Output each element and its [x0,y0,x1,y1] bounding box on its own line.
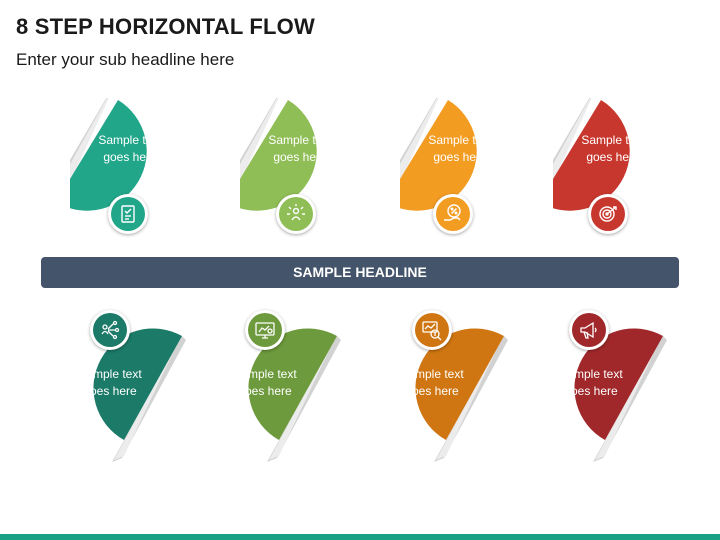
network-person-icon [101,320,120,340]
icon-badge [90,310,130,350]
icon-badge [433,194,473,234]
icon-badge [276,194,316,234]
person-arrows-icon [287,204,305,221]
icon-badge [412,310,452,350]
icon-badge [588,194,628,234]
leaf-shape [415,328,508,462]
leaf-shape [248,328,341,462]
headline-bar: SAMPLE HEADLINE [41,257,679,288]
icon-badge [245,310,285,350]
footer-accent-bar [0,534,720,540]
leaf-shape [70,98,147,211]
target-icon [599,206,617,222]
percent-hand-icon [444,204,461,221]
icon-badge [108,194,148,234]
page-subtitle: Enter your sub headline here [16,50,235,69]
leaf-shape [400,98,477,211]
icon-badge [569,310,609,350]
leaf-shape [553,98,630,211]
megaphone-icon [580,321,597,339]
leaf-shape [93,328,186,462]
leaf-shape [240,98,317,211]
page-title: 8 STEP HORIZONTAL FLOW [16,14,315,39]
checklist-icon [121,205,135,223]
money-analysis-icon [422,321,442,341]
leaf-shape [574,328,667,462]
dashboard-icon [255,322,275,339]
